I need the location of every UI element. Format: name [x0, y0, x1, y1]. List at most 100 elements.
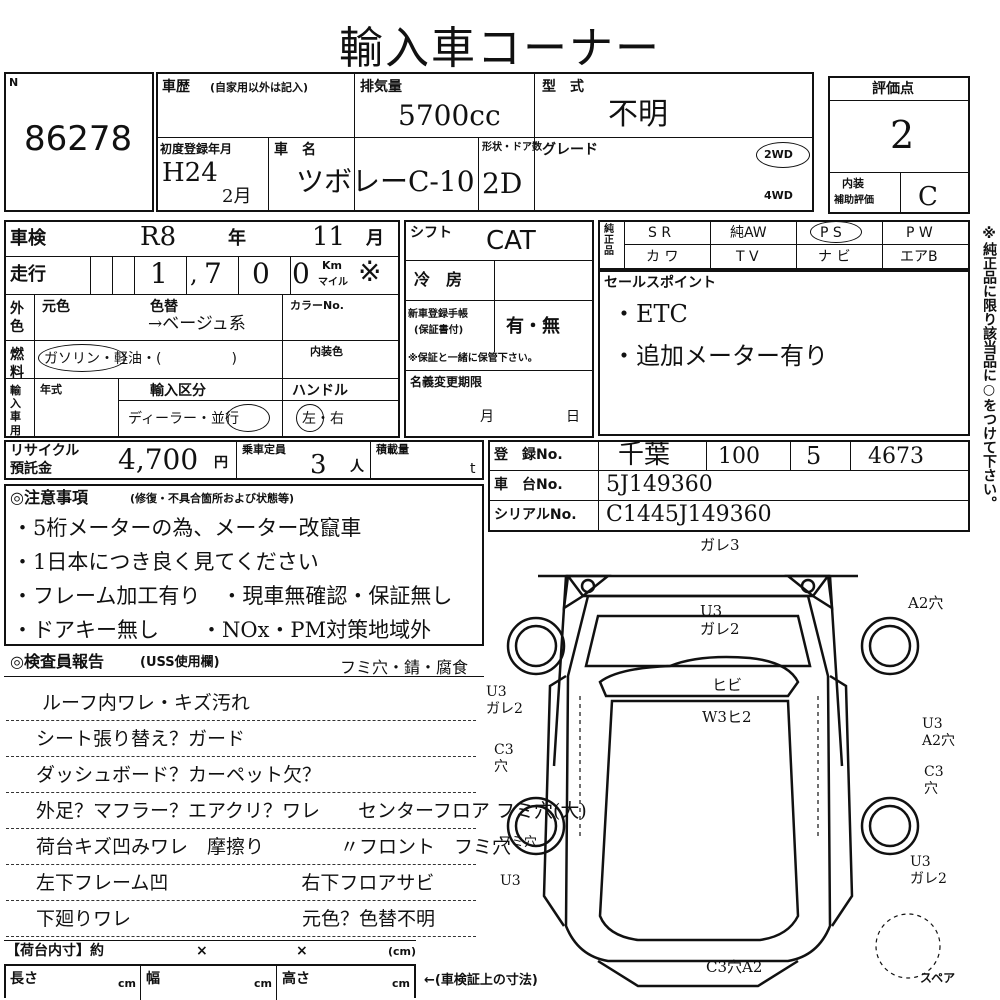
- mileage-digit-3: 0: [252, 257, 270, 290]
- inspector-line-6: 左下フレーム凹 右下フロアサビ: [36, 872, 435, 894]
- diagram-note-left-mid: C3 穴: [494, 742, 514, 775]
- side-note: ※純正品に限り該当品に○をつけて下さい。: [981, 226, 997, 510]
- inspection-month-suffix: 月: [366, 228, 384, 249]
- shift-value: CAT: [486, 226, 536, 256]
- name-change-day: 日: [566, 409, 580, 425]
- grade-label: グレード: [542, 142, 598, 158]
- diagram-note-left-rear: フミ穴: [498, 835, 538, 850]
- serial-value: C1445J149360: [606, 502, 772, 527]
- note-line-4: ・ドアキー無し ・NOx・PM対策地域外: [12, 618, 432, 642]
- fuel-gasoline-circle: [38, 344, 126, 372]
- drive-2wd-circle: [756, 142, 810, 168]
- new-reg-manual-label: 新車登録手帳: [408, 309, 468, 320]
- notes-header: ◎注意事項: [10, 488, 88, 507]
- displacement-label: 排気量: [360, 79, 402, 95]
- capacity-unit: 人: [350, 459, 364, 475]
- dims-arrow-note: ←(車検証上の寸法): [424, 973, 538, 988]
- notes-header-note: (修復・不具合箇所および状態等): [130, 492, 295, 505]
- inspector-line-4: 外足？マフラー？エアクリ？ワレ センターフロア フミ穴(大): [36, 800, 587, 822]
- inspector-line-5: 荷台キズ凹みワレ 摩擦り 〃フロント フミ穴: [36, 836, 512, 858]
- mileage-unit-km: Km: [322, 259, 342, 272]
- vehicle-detail-box: [4, 220, 400, 438]
- equipment-tv: T V: [736, 249, 759, 265]
- dims-length-unit: cm: [118, 977, 136, 990]
- diagram-note-left-bottom: U3: [500, 873, 521, 889]
- inspection-era: R8: [140, 222, 177, 252]
- registration-box: [488, 440, 970, 532]
- fuel-side-label: 燃料: [10, 347, 24, 382]
- color-side-label: 外色: [10, 301, 24, 336]
- first-reg-era-year: H24: [162, 158, 218, 188]
- mileage-label: 走行: [10, 264, 46, 285]
- spare-tire-circle: [875, 913, 941, 979]
- model-type-label: 型 式: [542, 79, 584, 95]
- mileage-digit-2: 7: [204, 257, 222, 290]
- diagram-note-cabin: W3ヒ2: [702, 708, 752, 726]
- top-info-box: [156, 72, 814, 212]
- diagram-note-right-rear: C3 穴: [924, 764, 944, 797]
- grade-score-value: 2: [890, 113, 915, 157]
- equipment-sr: S R: [648, 225, 672, 241]
- inspection-year-suffix: 年: [228, 228, 246, 249]
- inspection-month: 11: [312, 222, 346, 252]
- handle-label: ハンドル: [292, 383, 348, 399]
- import-category-label: 輸入区分: [150, 383, 206, 399]
- serial-label: シリアルNo.: [494, 507, 577, 523]
- aircon-label: 冷 房: [414, 270, 463, 289]
- equipment-airbag: エアB: [900, 249, 938, 265]
- equipment-kawa: カ ワ: [646, 249, 679, 265]
- diagram-note-right-bottom: U3 ガレ2: [910, 854, 947, 887]
- diagram-note-roof: ガレ3: [700, 536, 740, 554]
- recycle-unit: 円: [214, 455, 228, 471]
- registration-region: 千葉: [618, 440, 671, 470]
- lot-corner-mark: N: [9, 76, 19, 89]
- displacement-value: 5700cc: [398, 99, 501, 132]
- recycle-value: 4,700: [118, 443, 199, 476]
- name-change-month: 月: [480, 409, 494, 425]
- drive-2wd: 2WD: [764, 148, 793, 161]
- car-name-label: 車 名: [274, 142, 316, 158]
- import-year-label: 年式: [40, 383, 62, 396]
- note-line-1: ・5桁メーターの為、メーター改竄車: [12, 516, 362, 540]
- mileage-comma: ,: [190, 260, 198, 288]
- interior-score-label-top: 内装: [842, 177, 864, 190]
- registration-number: 4673: [868, 444, 924, 469]
- interior-score-value: C: [918, 182, 938, 212]
- chassis-value: 5J149360: [606, 472, 713, 497]
- equipment-side-label: 純正品: [604, 224, 614, 257]
- lot-number: 86278: [24, 119, 133, 159]
- chassis-label: 車 台No.: [494, 477, 563, 493]
- color-original-label: 元色: [42, 299, 70, 315]
- new-reg-manual-note: ※保証と一緒に保管下さい。: [408, 353, 538, 364]
- inspection-label: 車検: [10, 228, 46, 249]
- dims-width-unit: cm: [254, 977, 272, 990]
- body-doors-label: 形状・ドア数: [482, 142, 542, 153]
- interior-color-label: 内装色: [310, 345, 343, 358]
- registration-label: 登 録No.: [494, 447, 563, 463]
- mileage-unit-mile: マイル: [318, 277, 348, 288]
- equipment-box: [598, 220, 970, 270]
- page-title: 輸入車コーナー: [339, 23, 661, 74]
- dims-box: [4, 964, 416, 998]
- dims-height: 高さ: [282, 971, 310, 987]
- cargo-inner-unit: (cm): [388, 945, 417, 958]
- dims-length: 長さ: [10, 971, 38, 987]
- new-reg-manual-sub: (保証書付): [414, 325, 464, 336]
- diagram-wheel-front-right: [860, 616, 920, 676]
- name-change-label: 名義変更期限: [410, 375, 483, 389]
- recycle-label-top: リサイクル: [10, 443, 80, 459]
- notes-box: [4, 484, 484, 646]
- shift-label: シフト: [410, 225, 452, 241]
- import-parallel-circle: [226, 404, 270, 432]
- lot-box: N 86278: [4, 72, 154, 212]
- diagram-note-right-front: A2穴: [908, 594, 944, 612]
- inspector-header-note: (USS使用欄): [140, 655, 220, 670]
- color-changed-label: 色替: [150, 299, 178, 315]
- load-unit: t: [470, 461, 476, 477]
- diagram-note-windshield: ヒビ: [712, 676, 743, 694]
- sales-points-box: [598, 270, 970, 436]
- dims-width: 幅: [146, 971, 160, 987]
- cargo-inner-label: 【荷台内寸】約: [6, 943, 104, 959]
- recycle-box: [4, 440, 484, 480]
- history-label: 車歴: [162, 79, 190, 95]
